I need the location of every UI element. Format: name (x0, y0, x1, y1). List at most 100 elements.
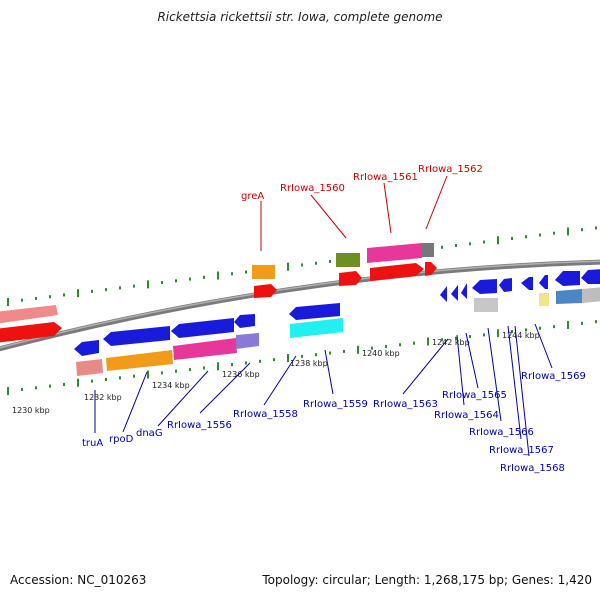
gene-arrow (74, 340, 99, 356)
major-tick (567, 320, 569, 329)
genome-backbone (0, 259, 600, 352)
major-tick (287, 354, 289, 363)
minor-tick (539, 326, 541, 330)
minor-tick (35, 386, 37, 390)
minor-tick (175, 369, 177, 373)
minor-tick (245, 270, 247, 274)
label-RrIowa_1559: RrIowa_1559 (303, 399, 368, 410)
minor-tick (511, 330, 513, 334)
gene-arrow (461, 283, 467, 299)
major-tick (7, 387, 9, 396)
gene-1560-cds (336, 253, 360, 267)
minor-tick (385, 344, 387, 348)
gene-arrow (521, 277, 533, 290)
gene-arrow (581, 269, 600, 284)
label-RrIowa_1564: RrIowa_1564 (434, 410, 499, 421)
major-tick (7, 297, 9, 306)
minor-tick (343, 349, 345, 353)
forward-genes (0, 243, 437, 343)
minor-tick (329, 259, 331, 263)
map-title: Rickettsia rickettsii str. Iowa, complet… (157, 10, 443, 24)
gene-1556-cds (236, 333, 259, 349)
minor-tick (231, 272, 233, 276)
minor-tick (161, 371, 163, 375)
minor-tick (63, 293, 65, 297)
major-tick (357, 345, 359, 354)
genome-summary-text: Topology: circular; Length: 1,268,175 bp… (262, 573, 592, 587)
gene-arrow (451, 285, 458, 301)
gene-1562-cds (422, 243, 434, 257)
minor-tick (441, 245, 443, 249)
scale-label: 1238 kbp (290, 359, 328, 368)
gene-1561-arrow (370, 263, 424, 281)
label-rpoD: rpoD (109, 434, 134, 445)
label-RrIowa_1569: RrIowa_1569 (521, 371, 586, 382)
minor-tick (483, 333, 485, 337)
bottom-labels: truA rpoD dnaG RrIowa_1556 RrIowa_1558 R… (82, 371, 586, 474)
gene-greA-arrow (254, 284, 277, 298)
gene-arrow (234, 314, 255, 328)
minor-tick (231, 363, 233, 367)
label-RrIowa_1560: RrIowa_1560 (280, 183, 345, 194)
minor-tick (595, 320, 597, 324)
minor-tick (63, 382, 65, 386)
major-tick (287, 262, 289, 271)
major-tick (147, 280, 149, 289)
gene-1558-cds (290, 318, 343, 338)
minor-tick (133, 284, 135, 288)
minor-tick (329, 351, 331, 355)
minor-tick (203, 366, 205, 370)
gene-1560-arrow (339, 271, 362, 286)
top-labels: greA RrIowa_1560 RrIowa_1561 RrIowa_1562 (241, 164, 483, 202)
major-tick (147, 370, 149, 379)
gene-1563-cds (474, 298, 498, 312)
label-RrIowa_1558: RrIowa_1558 (233, 409, 298, 420)
major-tick (217, 271, 219, 280)
minor-tick (189, 277, 191, 281)
gene-greA-cds (252, 265, 275, 279)
minor-tick (49, 295, 51, 299)
minor-tick (595, 226, 597, 230)
gene-arrow (440, 286, 447, 302)
minor-tick (301, 263, 303, 267)
label-RrIowa_1563: RrIowa_1563 (373, 399, 438, 410)
gene-1562-arrow (425, 262, 437, 276)
gene-rpoD-cds (106, 350, 173, 371)
gene-arrow (0, 305, 58, 324)
gene-arrow (499, 278, 512, 292)
minor-tick (189, 368, 191, 372)
minor-tick (315, 353, 317, 357)
accession-text: Accession: NC_010263 (10, 573, 147, 587)
minor-tick (21, 387, 23, 391)
minor-tick (259, 359, 261, 363)
minor-tick (133, 374, 135, 378)
label-truA: truA (82, 438, 103, 449)
major-tick (217, 362, 219, 371)
minor-tick (301, 354, 303, 358)
gene-1561-cds (367, 243, 422, 263)
minor-tick (49, 384, 51, 388)
scale-label: 1234 kbp (152, 381, 190, 390)
minor-tick (119, 286, 121, 290)
gene-1565-cds (539, 293, 549, 306)
minor-tick (413, 341, 415, 345)
label-RrIowa_1565: RrIowa_1565 (442, 390, 507, 401)
label-dnaG: dnaG (136, 428, 163, 439)
minor-tick (525, 328, 527, 332)
major-tick (567, 227, 569, 236)
minor-tick (399, 343, 401, 347)
minor-tick (581, 321, 583, 325)
minor-tick (105, 377, 107, 381)
label-RrIowa_1556: RrIowa_1556 (167, 420, 232, 431)
minor-tick (245, 361, 247, 365)
minor-tick (91, 289, 93, 293)
scale-label: 1236 kbp (222, 370, 260, 379)
gene-arrow (0, 322, 62, 343)
scale-label: 1240 kbp (362, 349, 400, 358)
label-RrIowa_1566: RrIowa_1566 (469, 427, 534, 438)
minor-tick (455, 244, 457, 248)
gene-truA-cds (76, 359, 103, 376)
gene-dnaG-cds (173, 338, 237, 360)
label-RrIowa_1567: RrIowa_1567 (489, 445, 554, 456)
